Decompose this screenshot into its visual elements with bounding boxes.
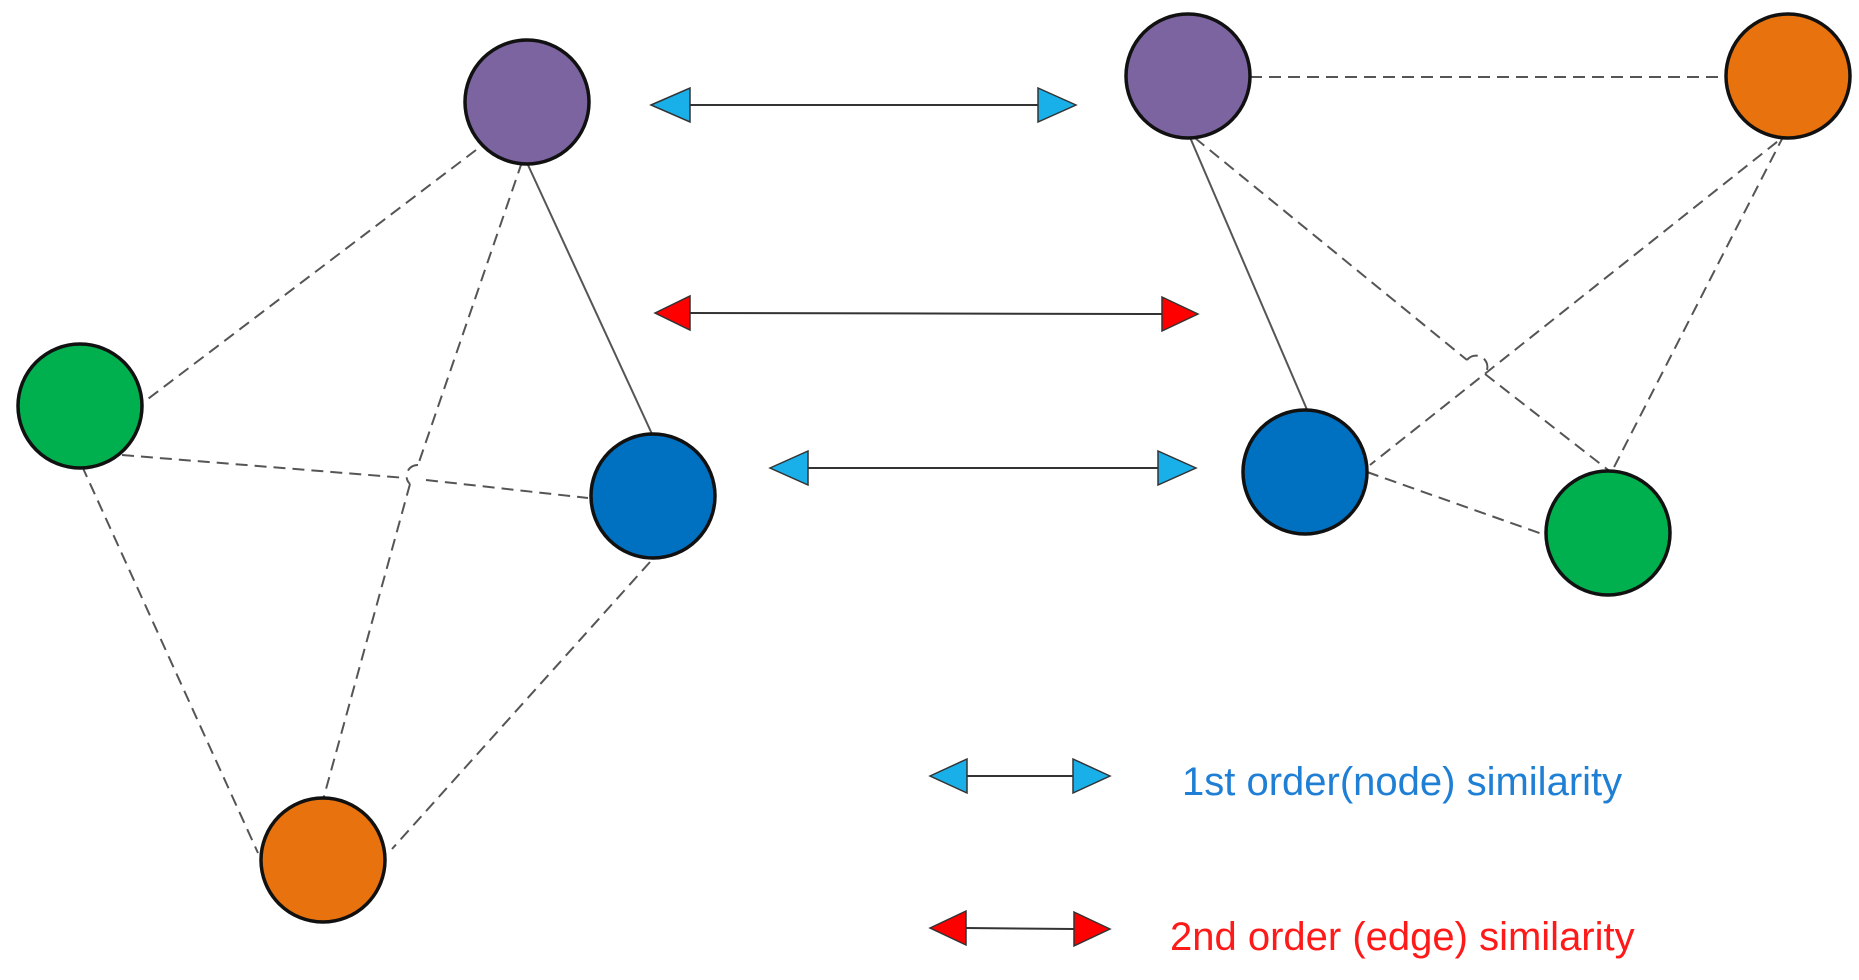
edge-left-green-blue-right xyxy=(425,479,589,499)
legend-first-order-label: 1st order(node) similarity xyxy=(1182,760,1623,804)
first-order-arrow-blue xyxy=(768,449,1198,487)
edge-left-purple-orange xyxy=(417,161,523,466)
right-green-node xyxy=(1544,469,1672,597)
legend-second-order-label: 2nd order (edge) similarity xyxy=(1170,915,1635,959)
edge-left-green-orange xyxy=(81,465,259,854)
arrow-head-left xyxy=(928,757,968,795)
left-graph-nodes xyxy=(16,38,717,924)
edge-right-purple-green-lower xyxy=(1484,373,1613,474)
edge-left-purple-orange-lower xyxy=(322,483,411,801)
left-orange-node xyxy=(259,796,387,924)
edge-right-purple-green xyxy=(1194,137,1468,361)
arrow-head-left xyxy=(768,449,809,487)
right-graph-edges xyxy=(1188,76,1793,536)
edge-right-purple-blue xyxy=(1188,134,1309,413)
arrow-head-right xyxy=(1157,449,1198,487)
arrow-head-right xyxy=(1073,910,1112,948)
left-green-node xyxy=(16,342,144,470)
similarity-arrows xyxy=(649,86,1200,487)
arrow-head-left xyxy=(649,86,691,124)
left-graph-edges xyxy=(81,149,653,854)
first-order-arrow-purple xyxy=(649,86,1078,124)
edge-left-purple-blue xyxy=(527,164,653,435)
arrow-head-right xyxy=(1161,295,1200,333)
arrow-head-left xyxy=(928,909,967,947)
edge-left-blue-orange xyxy=(391,561,651,850)
edge-left-purple-orange-hop xyxy=(405,463,419,485)
edge-left-purple-green xyxy=(139,149,477,406)
legend-first-order-arrow xyxy=(928,757,1112,795)
edge-right-orange-green xyxy=(1609,134,1785,476)
legend xyxy=(928,757,1112,948)
right-purple-node xyxy=(1124,12,1252,140)
legend-second-order-arrow xyxy=(928,909,1112,948)
right-orange-node xyxy=(1724,12,1852,140)
arrow-head-right xyxy=(1037,86,1078,124)
left-purple-node xyxy=(463,38,591,166)
edge-right-blue-green xyxy=(1366,471,1546,536)
left-blue-node xyxy=(589,432,717,560)
edge-right-orange-blue xyxy=(1369,129,1793,466)
right-graph-nodes xyxy=(1124,12,1852,597)
arrow-head-left xyxy=(653,294,691,332)
edge-left-green-blue xyxy=(121,454,407,479)
arrow-head-right xyxy=(1072,757,1112,795)
right-blue-node xyxy=(1241,408,1369,536)
second-order-arrow-edge xyxy=(653,294,1200,333)
edge-right-purple-green-hop xyxy=(1466,354,1489,375)
